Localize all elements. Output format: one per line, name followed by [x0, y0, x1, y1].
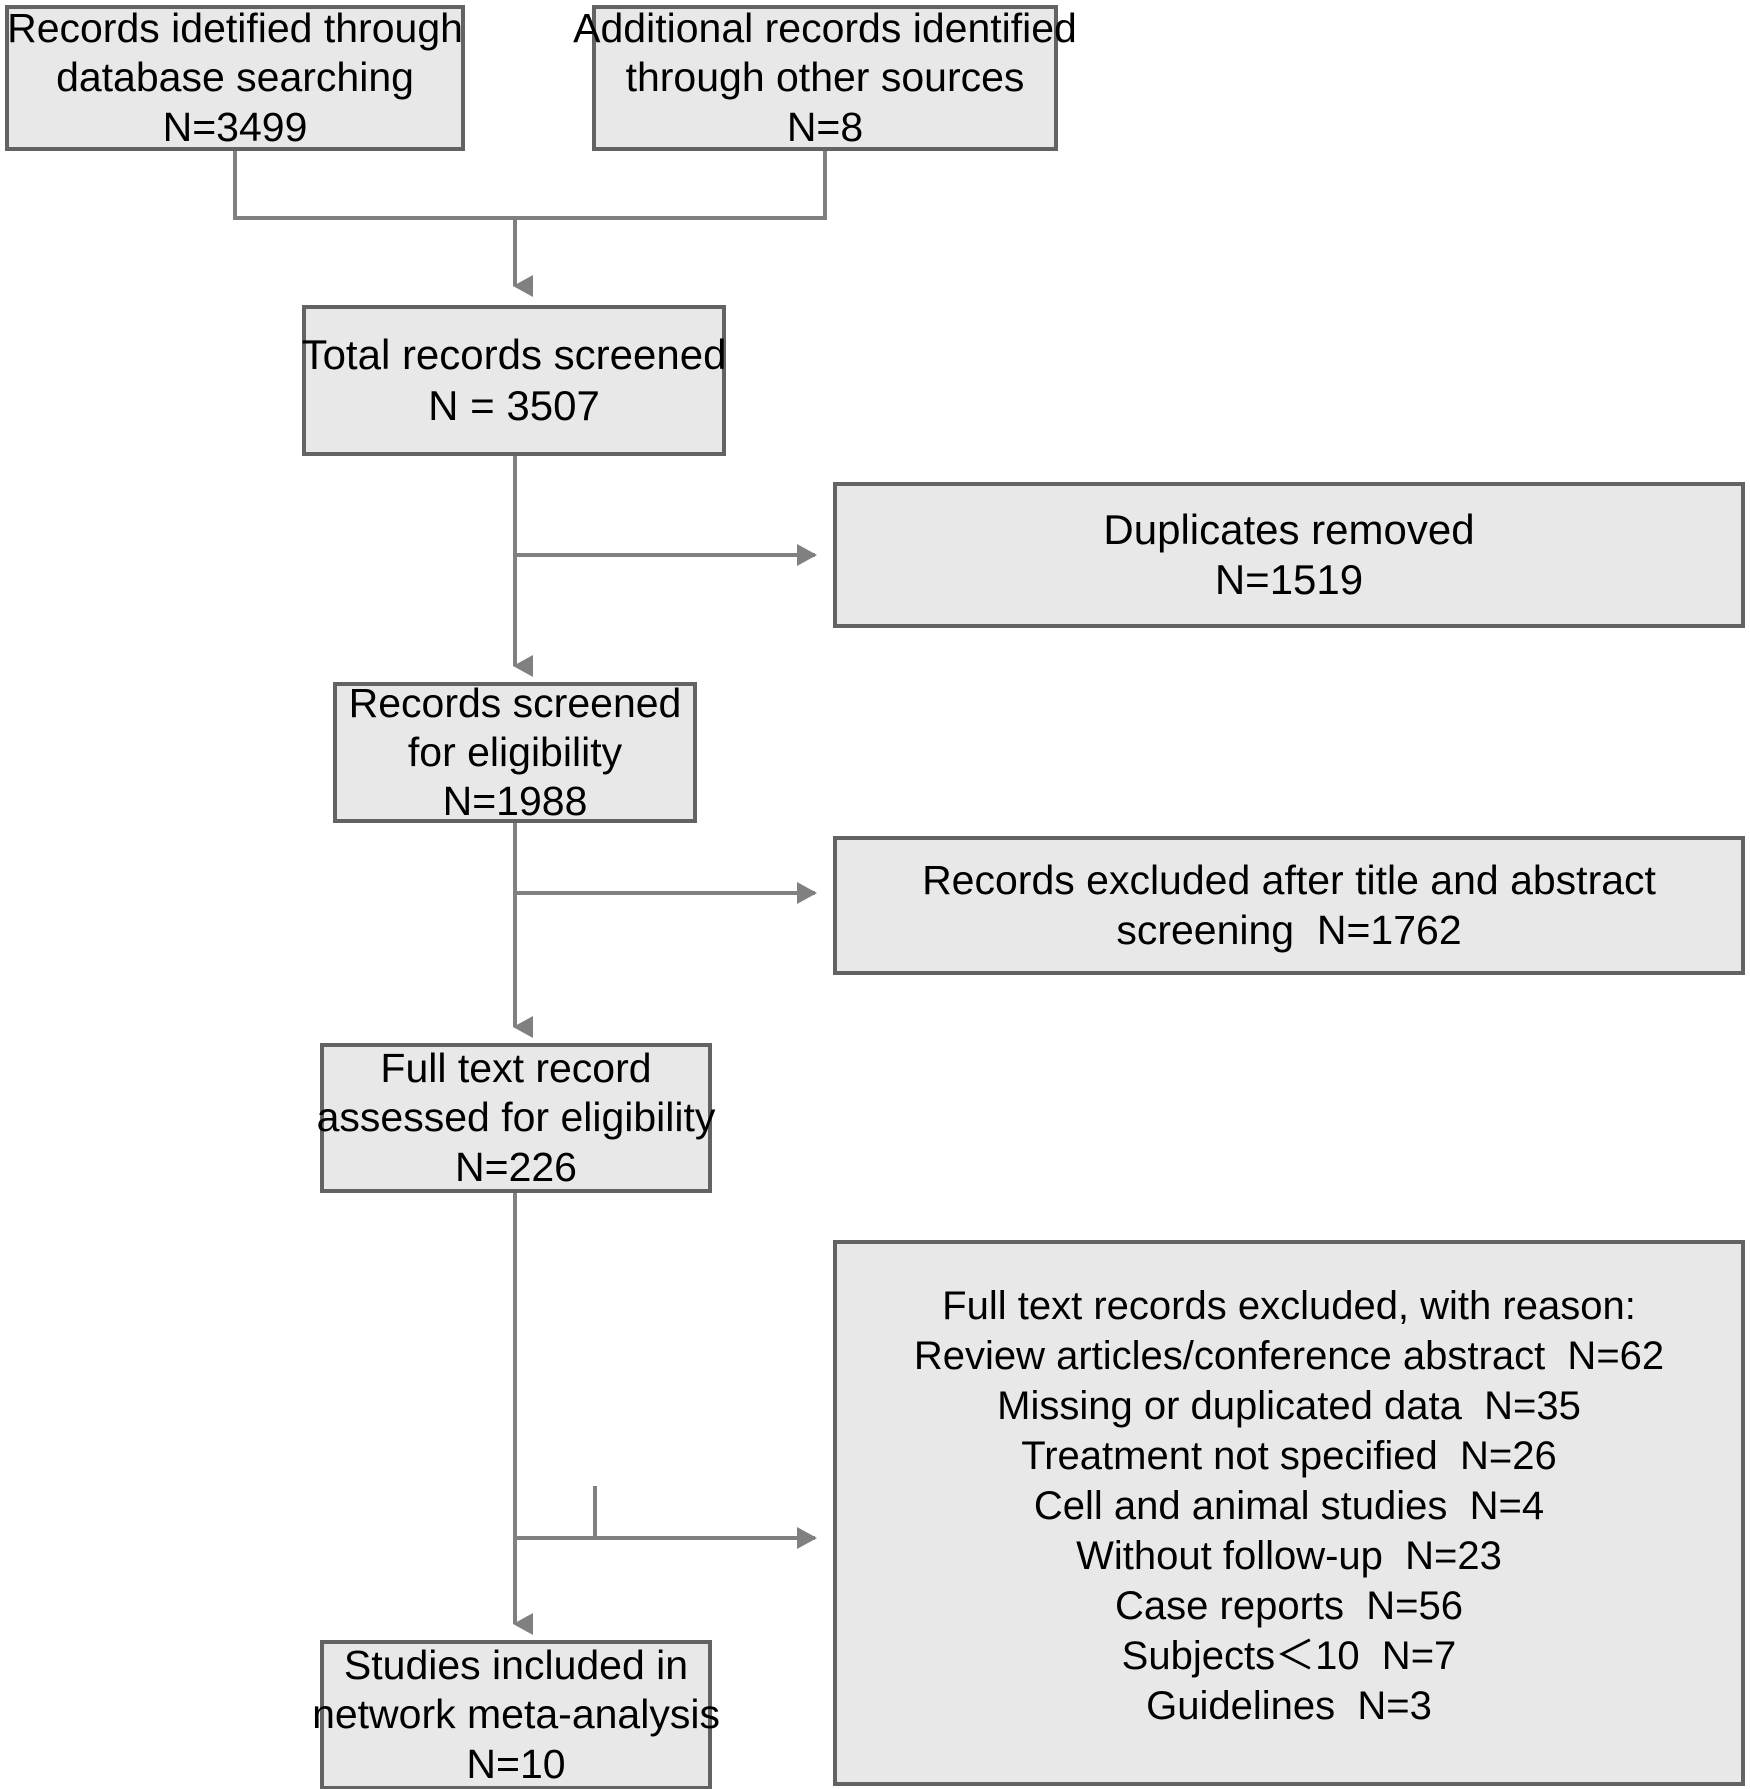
node-line: Subjects＜10 N=7 [1121, 1634, 1457, 1678]
node-records-screened-eligibility: Records screened for eligibility N=1988 [333, 679, 697, 825]
node-line: Cell and animal studies N=4 [1033, 1484, 1545, 1528]
node-line: screening N=1762 [1116, 906, 1462, 953]
node-line: Without follow-up N=23 [1076, 1534, 1502, 1578]
node-records-identified-other-sources: Additional records identified through ot… [573, 5, 1077, 151]
node-duplicates-removed: Duplicates removed N=1519 [833, 482, 1745, 628]
node-line: N=226 [455, 1143, 577, 1190]
node-line: Review articles/conference abstract N=62 [913, 1334, 1665, 1378]
node-line: Treatment not specified N=26 [1021, 1434, 1557, 1478]
node-line: database searching [56, 54, 414, 101]
connector-sources-merge [233, 150, 827, 297]
node-studies-included: Studies included in network meta-analysi… [312, 1640, 720, 1789]
node-line: Total records screened [301, 331, 727, 379]
node-line: N=1519 [1214, 556, 1364, 603]
node-line: Additional records identified [573, 5, 1077, 52]
node-line: N = 3507 [428, 381, 600, 429]
connector-to-fulltext-excluded [517, 1486, 817, 1549]
node-line: Full text records excluded, with reason: [942, 1284, 1636, 1328]
node-line: through other sources [625, 54, 1025, 101]
node-line: N=10 [466, 1740, 566, 1787]
node-line: Duplicates removed [1103, 505, 1475, 553]
node-line: N=1988 [442, 778, 588, 825]
node-full-text-assessed: Full text record assessed for eligibilit… [317, 1043, 715, 1193]
node-line: Records screened [348, 679, 682, 726]
node-line: N=8 [786, 103, 864, 150]
node-line: for eligibility [407, 728, 623, 775]
node-total-records-screened: Total records screened N = 3507 [302, 305, 726, 456]
node-line: Full text record [380, 1045, 652, 1092]
node-line: Missing or duplicated data N=35 [997, 1384, 1581, 1428]
node-line: Records excluded after title and abstrac… [922, 857, 1656, 904]
node-line: Guidelines N=3 [1146, 1684, 1432, 1728]
node-full-text-excluded-reasons: Full text records excluded, with reason:… [833, 1240, 1745, 1786]
node-records-excluded-title-abstract: Records excluded after title and abstrac… [833, 836, 1745, 975]
node-records-identified-database: Records idetified through database searc… [5, 5, 465, 151]
node-line: Records idetified through [7, 5, 463, 52]
node-line: Case reports N=56 [1115, 1584, 1463, 1628]
node-line: assessed for eligibility [316, 1094, 716, 1141]
node-line: N=3499 [162, 103, 308, 150]
node-line: network meta-analysis [312, 1691, 720, 1738]
node-line: Studies included in [343, 1642, 689, 1689]
